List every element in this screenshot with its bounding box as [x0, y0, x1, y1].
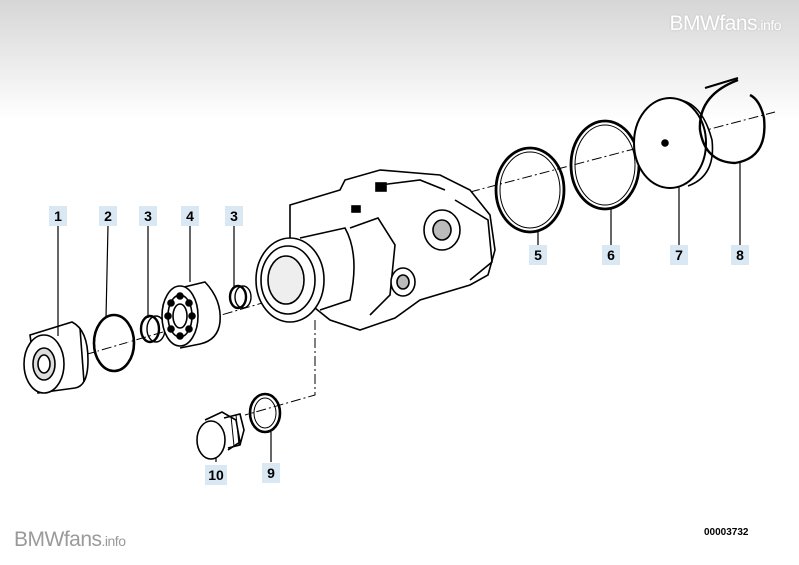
part-gasket-ring — [569, 119, 641, 211]
watermark-bottom: BMWfans.info — [14, 528, 126, 551]
axis-line-right — [469, 111, 776, 193]
callout-5[interactable]: 5 — [529, 245, 547, 265]
part-cover — [633, 97, 714, 189]
leader-2 — [105, 225, 109, 319]
axis-line-drain — [244, 320, 316, 416]
callout-8[interactable]: 8 — [731, 245, 749, 265]
part-seal-ring — [248, 392, 282, 434]
callout-3-second[interactable]: 3 — [225, 206, 243, 226]
part-circlip-right — [228, 284, 252, 310]
part-o-ring — [494, 146, 566, 234]
callout-9[interactable]: 9 — [262, 463, 280, 483]
callout-3[interactable]: 3 — [139, 206, 157, 226]
callout-10[interactable]: 10 — [205, 465, 227, 485]
callout-1[interactable]: 1 — [49, 206, 67, 226]
document-number: 00003732 — [704, 527, 749, 538]
callout-6[interactable]: 6 — [602, 245, 620, 265]
part-snap-ring — [92, 313, 136, 373]
watermark-top: BMWfans.info — [669, 12, 782, 35]
callout-4[interactable]: 4 — [181, 206, 199, 226]
part-retaining-ring — [698, 77, 766, 165]
callout-2[interactable]: 2 — [99, 206, 117, 226]
part-oil-seal — [23, 321, 89, 394]
part-housing — [255, 169, 496, 331]
part-ball-bearing — [161, 281, 222, 349]
callout-7[interactable]: 7 — [670, 245, 688, 265]
part-screw-plug — [196, 411, 245, 460]
